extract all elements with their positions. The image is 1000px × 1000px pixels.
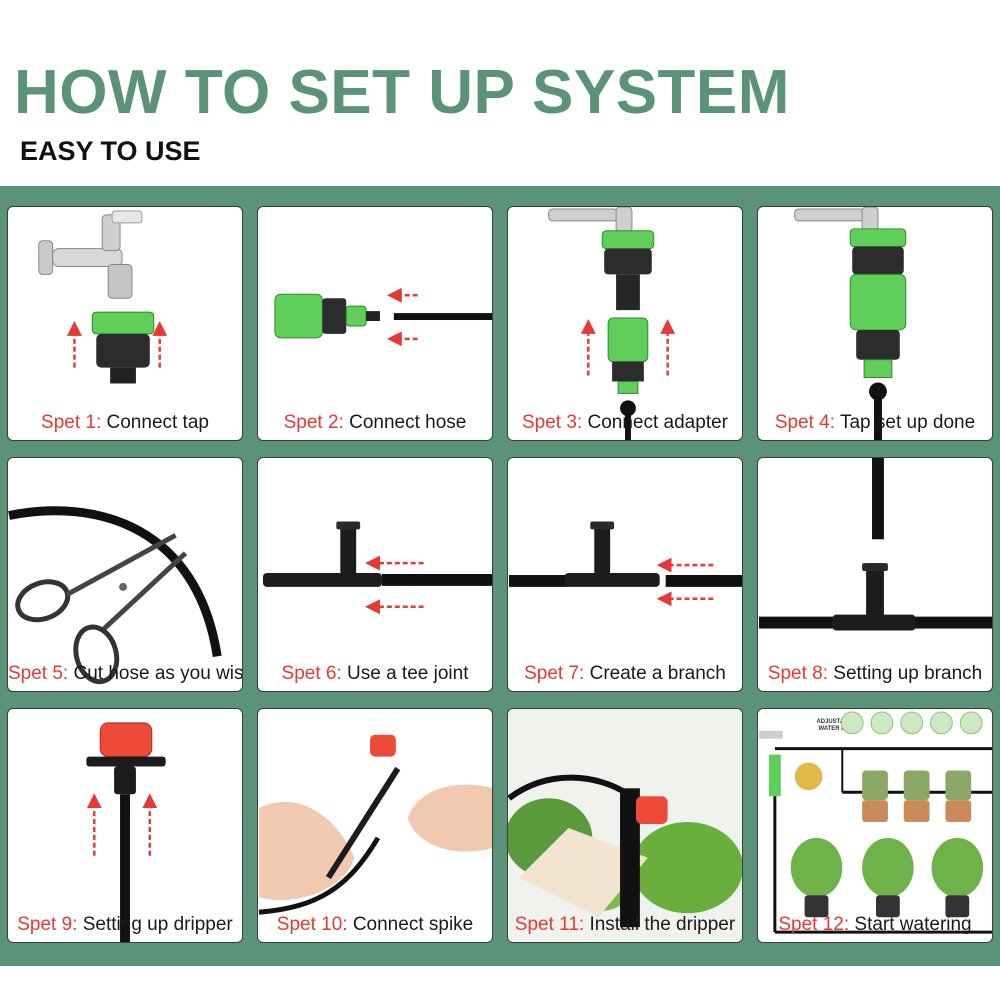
step-card-8: Spet 8: Setting up branch — [757, 457, 993, 692]
step-caption-4: Spet 4: Tap set up done — [758, 413, 992, 432]
hose-connector-illustration — [274, 287, 492, 347]
step-number-3: Spet 3: — [522, 412, 583, 433]
step-caption-1: Spet 1: Connect tap — [8, 413, 242, 432]
step-caption-10: Spet 10: Connect spike — [258, 915, 492, 934]
tap-done-illustration — [794, 207, 907, 440]
branch-illustration — [509, 521, 742, 607]
step-number-8: Spet 8: — [767, 663, 828, 684]
step-card-7: Spet 7: Create a branch — [507, 457, 743, 692]
step-card-10: Spet 10: Connect spike — [257, 708, 493, 943]
step-text-12: Start watering — [854, 914, 972, 935]
step-card-4: Spet 4: Tap set up done — [757, 206, 993, 441]
step-caption-11: Spet 11: Install the dripper — [508, 915, 742, 934]
page-subtitle: EASY TO USE — [20, 136, 201, 166]
step-text-4: Tap set up done — [839, 412, 976, 433]
flow-label-line1: ADJUSTABLE — [817, 719, 857, 725]
install-dripper-illustration — [508, 709, 742, 942]
scissors-cut-illustration — [8, 506, 222, 685]
step-caption-12: Spet 12: Start watering — [758, 915, 992, 934]
step-number-7: Spet 7: — [524, 663, 585, 684]
step-card-2: Spet 2: Connect hose — [257, 206, 493, 441]
step-card-5: Spet 5: Cut hose as you wish — [7, 457, 243, 692]
step-caption-5: Spet 5: Cut hose as you wish — [8, 664, 242, 683]
watering-diagram-illustration: ADJUSTABLE WATER FLOW — [759, 711, 992, 934]
step-number-4: Spet 4: — [774, 412, 836, 433]
tap-connector-illustration — [38, 210, 168, 384]
step-caption-9: Spet 9: Setting up dripper — [8, 915, 242, 934]
connect-spike-illustration — [258, 734, 492, 915]
step-text-2: Connect hose — [349, 412, 467, 433]
step-number-11: Spet 11: — [514, 914, 585, 935]
step-number-2: Spet 2: — [283, 412, 344, 433]
step-text-1: Connect tap — [106, 412, 209, 433]
step-text-8: Setting up branch — [833, 663, 983, 684]
step-caption-8: Spet 8: Setting up branch — [758, 664, 992, 683]
step-card-9: Spet 9: Setting up dripper — [7, 708, 243, 943]
page-title: HOW TO SET UP SYSTEM — [14, 58, 790, 127]
step-card-3: Spet 3: Connect adapter — [507, 206, 743, 441]
step-text-9: Setting up dripper — [82, 914, 233, 935]
step-number-1: Spet 1: — [41, 412, 102, 433]
step-card-6: Spet 6: Use a tee joint — [257, 457, 493, 692]
step-caption-6: Spet 6: Use a tee joint — [258, 664, 492, 683]
branch-setup-illustration — [759, 458, 992, 631]
step-number-5: Spet 5: — [8, 663, 69, 684]
step-number-10: Spet 10: — [276, 914, 348, 935]
step-card-11: Spet 11: Install the dripper — [507, 708, 743, 943]
step-text-10: Connect spike — [352, 914, 474, 935]
step-text-5: Cut hose as you wish — [73, 663, 243, 684]
flow-label-line2: WATER FLOW — [818, 726, 859, 732]
step-number-9: Spet 9: — [17, 914, 78, 935]
step-text-6: Use a tee joint — [347, 663, 469, 684]
step-text-11: Install the dripper — [589, 914, 736, 935]
step-caption-7: Spet 7: Create a branch — [508, 664, 742, 683]
step-caption-3: Spet 3: Connect adapter — [508, 413, 742, 432]
step-card-12: ADJUSTABLE WATER FLOW Spet 12: Start wat… — [757, 708, 993, 943]
tee-joint-illustration — [262, 521, 492, 615]
step-caption-2: Spet 2: Connect hose — [258, 413, 492, 432]
step-text-7: Create a branch — [589, 663, 726, 684]
step-number-6: Spet 6: — [281, 663, 342, 684]
step-card-1: Spet 1: Connect tap — [7, 206, 243, 441]
adapter-illustration — [548, 207, 676, 440]
step-number-12: Spet 12: — [778, 914, 850, 935]
step-text-3: Connect adapter — [587, 412, 729, 433]
dripper-illustration — [86, 722, 166, 942]
